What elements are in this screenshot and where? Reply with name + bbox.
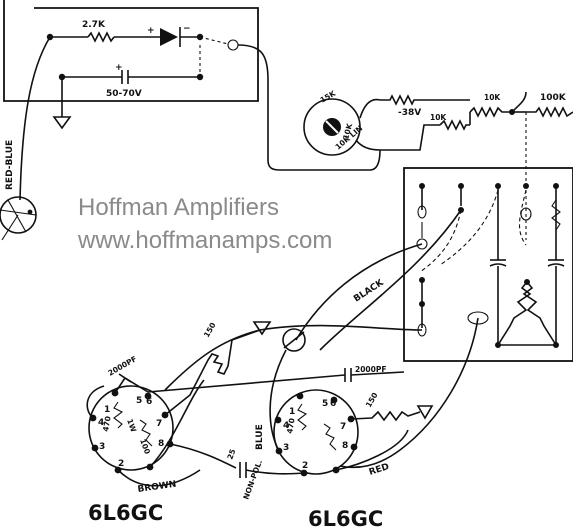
board-grommet [467,311,489,325]
left-grid-resistor [113,401,124,429]
right-cathode-resistor [323,423,337,451]
neg38v-label: -38V [398,108,421,118]
cap-nonpol-label: NON-POL. [241,458,264,500]
resistor-150-right [350,410,421,422]
left-cathode-resistor [139,419,153,447]
wire-bias-to-pot [237,44,381,171]
left-pin-2: 2 [118,459,124,469]
board-resistor-10k [551,199,561,231]
cap-plus-label: + [115,63,123,73]
left-pin-5: 5 [136,396,142,406]
right-pin-6: 6 [330,399,336,409]
wire-brown [117,469,201,487]
left-cathode-label: 100 [138,438,152,456]
resistor-2k7-label: 2.7K [82,20,106,30]
diode-plus-label: + [147,26,155,36]
resistor-150-left [164,329,261,416]
tube-socket-left: 1 2 3 4 5 6 7 8 470 100 1W 6L6GC [88,385,174,525]
left-pin-6: 6 [146,397,152,407]
left-pin-3: 3 [99,442,105,452]
watermark-line-2: www.hoffmanamps.com [77,227,332,254]
ground-left [252,321,272,336]
wire-red [339,317,479,469]
right-pin-7: 7 [340,422,346,432]
cap-25-label: 25 [225,448,237,461]
resistor-2k7 [87,31,115,43]
resistor-100k-label: 100K [540,93,567,103]
resistor-10k-c [469,106,512,118]
right-pin-2: 2 [302,461,308,471]
left-470-label: 470 [101,415,113,432]
resistor-10k-a [439,119,470,131]
right-470-label: 470 [285,417,297,434]
resistor-strip-1 [380,94,440,106]
left-pin-4: 4 [98,418,104,428]
resistor-150-left-label: 150 [202,321,218,339]
pot-15k-label: 15K [319,88,339,105]
cap-2000pf-right-label: 2000PF [355,365,387,374]
bias-pot-section: 15K 10K 10K LIN -38V 10K 10K 100K [303,88,573,240]
right-pin-8: 8 [342,441,348,451]
bias-board-outline [3,0,259,102]
resistor-10k-right-label: 10K [484,93,501,102]
ground-symbol [52,116,72,130]
bias-pot [303,98,361,156]
wire-blue-label: BLUE [255,424,265,450]
tube-right-label: 6L6GC [308,507,383,531]
wire-blue [269,349,287,452]
diode-minus-label: − [183,24,191,34]
tube-socket-right: 1 2 3 4 5 6 7 8 470 6L6GC [273,389,383,531]
left-pin-7: 7 [156,419,162,429]
right-pin-5: 5 [322,399,328,409]
tube-left-label: 6L6GC [88,501,163,525]
right-pin-4: 4 [283,421,289,431]
wire-red-blue [19,36,51,201]
diode [160,28,178,46]
right-pin-1: 1 [289,407,295,417]
bias-board: 2.7K + − + 50-70V [3,0,259,130]
resistor-150-right-label: 150 [364,391,380,409]
bias-board-terminal [227,39,239,51]
right-grid-resistor [297,403,308,431]
terminal-board-outline [403,167,573,362]
wire-brown-label: BROWN [137,480,177,495]
capacitor-50-70v-label: 50-70V [106,89,142,99]
cap-2000pf-left-label: 2000PF [107,354,139,378]
pot-resistor-10k-label: 10K [341,121,354,140]
resistor-10k-b-label: 10K [430,113,447,122]
chassis-grommet [282,328,306,352]
wire-coupling-cap [147,374,346,393]
left-pin-8: 8 [158,439,164,449]
wire-black-label: BLACK [352,278,386,305]
socket-left-ring [88,385,174,471]
left-pin-1: 1 [104,405,110,415]
resistor-100k [526,106,573,118]
wire-black-2 [319,209,462,351]
watermark-line-1: Hoffman Amplifiers [78,194,279,221]
right-pin-3: 3 [283,443,289,453]
cap-2000pf-left [114,377,126,394]
socket-right-ring [273,389,359,475]
left-1w-label: 1W [125,418,138,434]
ground-right [416,405,434,420]
terminal-board [403,167,573,362]
wire-red-blue-label: RED-BLUE [5,140,15,190]
